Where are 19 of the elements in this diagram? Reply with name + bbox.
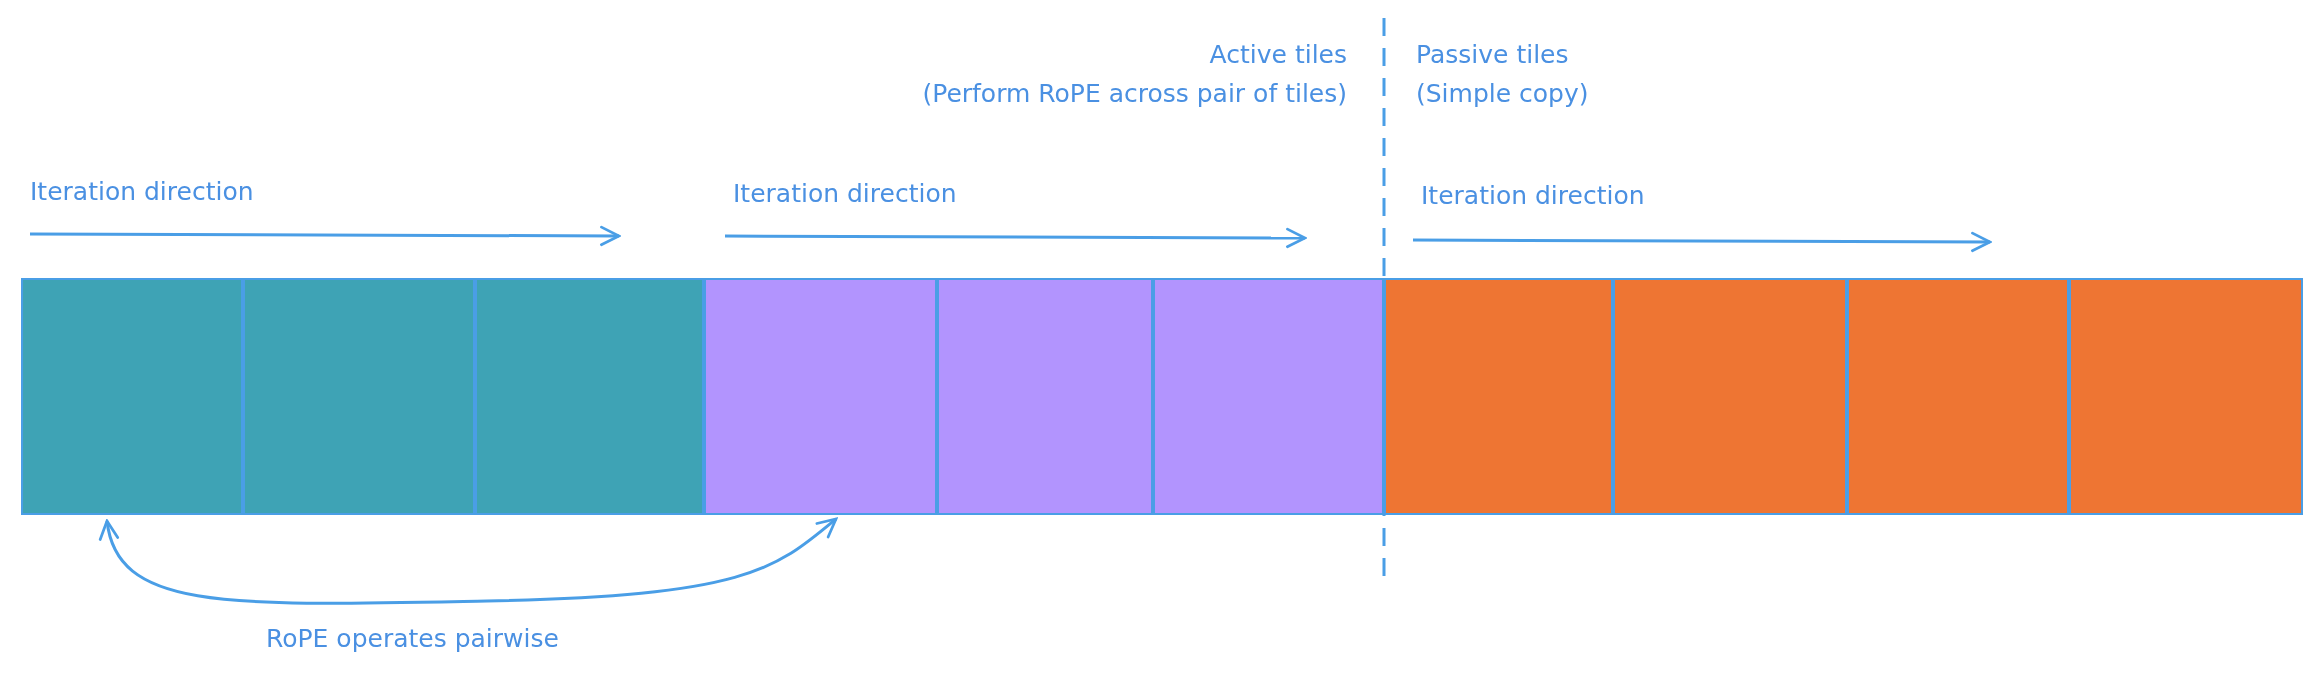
tile-block [21,278,243,515]
tile-block [2069,278,2303,515]
direction-label: Iteration direction [30,177,254,207]
section-label: (Perform RoPE across pair of tiles) [922,79,1347,109]
edge-label: RoPE operates pairwise [266,624,559,654]
tile-block [704,278,937,515]
tile-block [1613,278,1847,515]
tile-block [1153,278,1384,515]
tile-block [243,278,475,515]
tile-block [937,278,1153,515]
curved-arrow [100,517,838,605]
direction-label: Iteration direction [733,179,957,209]
tile-block [1384,278,1613,515]
direction-label: Iteration direction [1421,181,1645,211]
section-label: Passive tiles [1416,40,1569,70]
section-label: (Simple copy) [1416,79,1589,109]
tile-block [475,278,704,515]
tile-block [1847,278,2069,515]
section-label: Active tiles [1209,40,1347,70]
